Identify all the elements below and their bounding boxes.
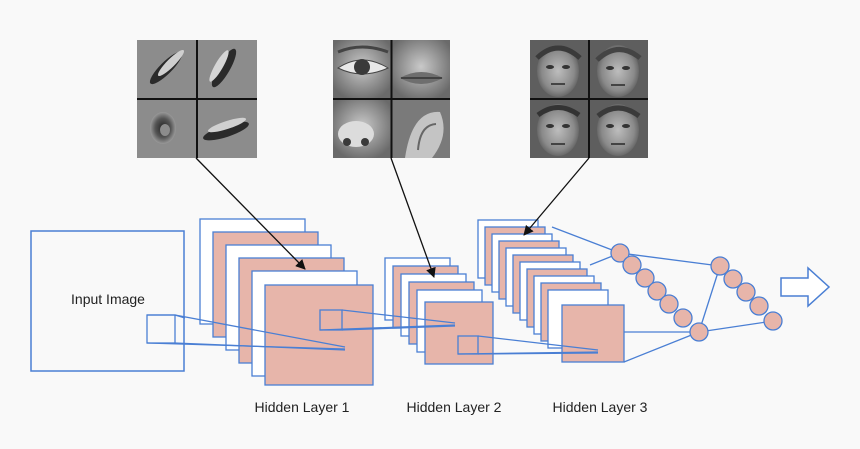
pointer-arrow-layer-3 <box>523 157 590 236</box>
face-icon <box>595 45 642 97</box>
hidden-layer-3-label: Hidden Layer 3 <box>553 399 648 415</box>
hidden-layer-2-label: Hidden Layer 2 <box>407 399 502 415</box>
hidden-layer-3-stack <box>477 219 625 363</box>
diagonal-edge-icon <box>149 49 185 85</box>
fc-connections <box>551 226 774 363</box>
diagonal-edge-icon <box>209 48 237 88</box>
lips-icon <box>392 40 450 99</box>
face-icon <box>535 45 582 97</box>
fc-layer-1-neurons <box>610 243 709 342</box>
receptive-fields <box>146 309 599 355</box>
right-arrow-icon <box>780 266 831 308</box>
hidden-layer-1-stack <box>199 218 374 386</box>
eye-icon <box>333 40 391 99</box>
pointer-arrow-layer-2 <box>390 157 436 278</box>
fc-layer-2-neurons <box>710 256 783 331</box>
face-icon <box>596 104 641 156</box>
diagonal-edge-icon <box>203 117 249 141</box>
blob-icon <box>150 112 176 144</box>
facial-part-features-panel <box>333 40 450 158</box>
input-image-label: Input Image <box>71 291 145 307</box>
hidden-layer-1-label: Hidden Layer 1 <box>255 399 350 415</box>
face-features-panel <box>530 40 648 158</box>
face-icon <box>536 104 581 156</box>
ear-icon <box>392 100 450 158</box>
hidden-layer-2-stack <box>384 257 494 365</box>
edge-features-panel <box>137 40 257 158</box>
input-image-box <box>30 230 185 372</box>
feature-pointer-arrows <box>195 157 590 278</box>
pointer-arrow-layer-1 <box>195 157 306 270</box>
nose-icon <box>333 100 391 158</box>
